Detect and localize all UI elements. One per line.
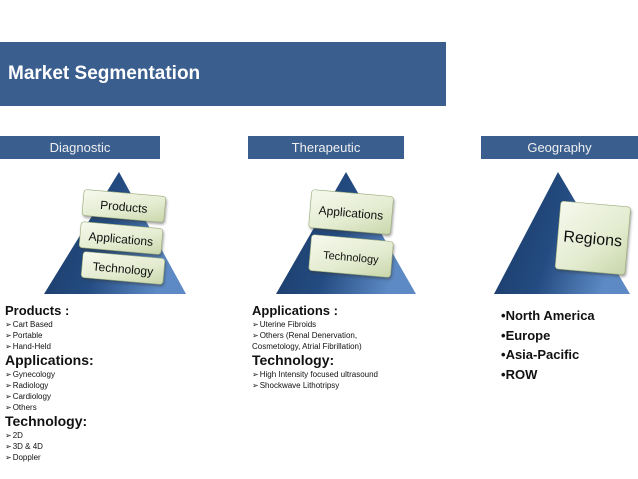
list-item: Europe [501,326,595,346]
list-item: 2D [5,430,94,441]
list-item: 3D & 4D [5,441,94,452]
tile-label: Technology [92,259,154,278]
list-item: Radiology [5,380,94,391]
tile-label: Technology [323,250,380,267]
list-item: Asia-Pacific [501,345,595,365]
tile-technology: Technology [80,251,166,285]
applications-list: Uterine Fibroids Others (Renal Denervati… [252,319,378,352]
therapeutic-details: Applications : Uterine Fibroids Others (… [252,303,378,391]
title-banner: Market Segmentation [0,42,446,106]
section-heading-applications: Applications : [252,303,338,318]
list-item: Portable [5,330,94,341]
list-item-continuation: Cosmetology, Atrial Fibrillation) [252,342,362,351]
section-heading-technology: Technology: [5,413,88,429]
list-item: Gynecology [5,369,94,380]
diagnostic-details: Products : Cart Based Portable Hand-Held… [5,303,94,463]
geography-pyramid: Regions [494,172,631,294]
list-item: North America [501,306,595,326]
therapeutic-pyramid: Applications Technology [276,172,416,294]
tile-applications: Applications [78,221,164,255]
column-header-geography: Geography [481,136,638,159]
regions-list: North America Europe Asia-Pacific ROW [501,306,595,384]
list-item: High Intensity focused ultrasound [252,369,378,380]
list-item: Others (Renal Denervation, [252,330,378,341]
tile-regions: Regions [554,200,631,275]
tile-applications: Applications [308,189,394,235]
list-item: Shockwave Lithotripsy [252,380,378,391]
tile-technology: Technology [308,234,394,278]
geography-details: North America Europe Asia-Pacific ROW [501,306,595,384]
section-heading-technology: Technology: [252,352,335,368]
column-header-therapeutic: Therapeutic [248,136,404,159]
list-item: Hand-Held [5,341,94,352]
technology-list: 2D 3D & 4D Doppler [5,430,94,463]
products-list: Cart Based Portable Hand-Held [5,319,94,352]
list-item: ROW [501,365,595,385]
tile-label: Applications [88,229,154,249]
applications-list: Gynecology Radiology Cardiology Others [5,369,94,413]
list-item: Uterine Fibroids [252,319,378,330]
technology-list: High Intensity focused ultrasound Shockw… [252,369,378,391]
page-title: Market Segmentation [8,63,201,84]
list-item: Cardiology [5,391,94,402]
tile-label: Applications [318,203,384,223]
section-heading-applications: Applications: [5,352,94,368]
pyramid-triangle [276,172,416,294]
tile-label: Products [100,198,148,216]
section-heading-products: Products : [5,303,70,318]
diagnostic-pyramid: Products Applications Technology [44,172,186,294]
tile-label: Regions [563,228,623,250]
tile-products: Products [81,189,166,223]
list-item: Doppler [5,452,94,463]
list-item: Others [5,402,94,413]
list-item: Cosmetology, Atrial Fibrillation) [252,341,378,352]
list-item: Cart Based [5,319,94,330]
column-header-diagnostic: Diagnostic [0,136,160,159]
